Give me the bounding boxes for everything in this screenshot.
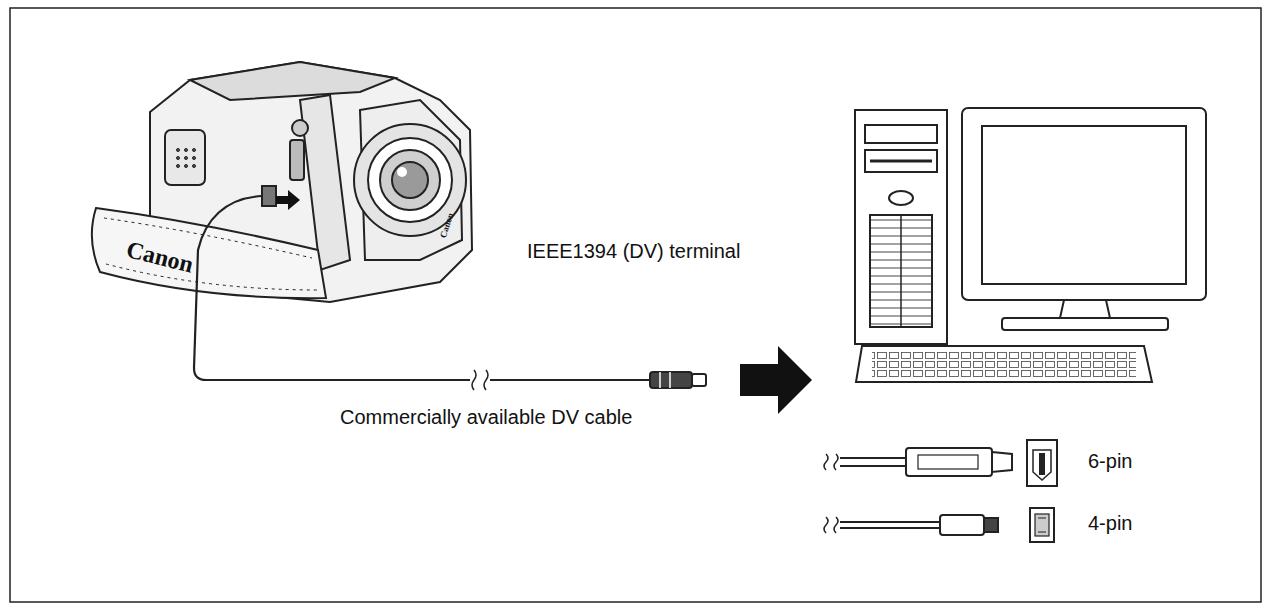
connector-types bbox=[824, 440, 1057, 542]
direction-arrow bbox=[740, 346, 812, 414]
pin-label: 6-pin bbox=[1088, 450, 1132, 473]
pin-label: 4-pin bbox=[1088, 512, 1132, 535]
terminal-label: IEEE1394 (DV) terminal bbox=[527, 240, 740, 263]
cable-label: Commercially available DV cable bbox=[340, 406, 632, 429]
frame bbox=[10, 8, 1261, 602]
computer bbox=[855, 108, 1206, 382]
camcorder bbox=[92, 62, 706, 390]
